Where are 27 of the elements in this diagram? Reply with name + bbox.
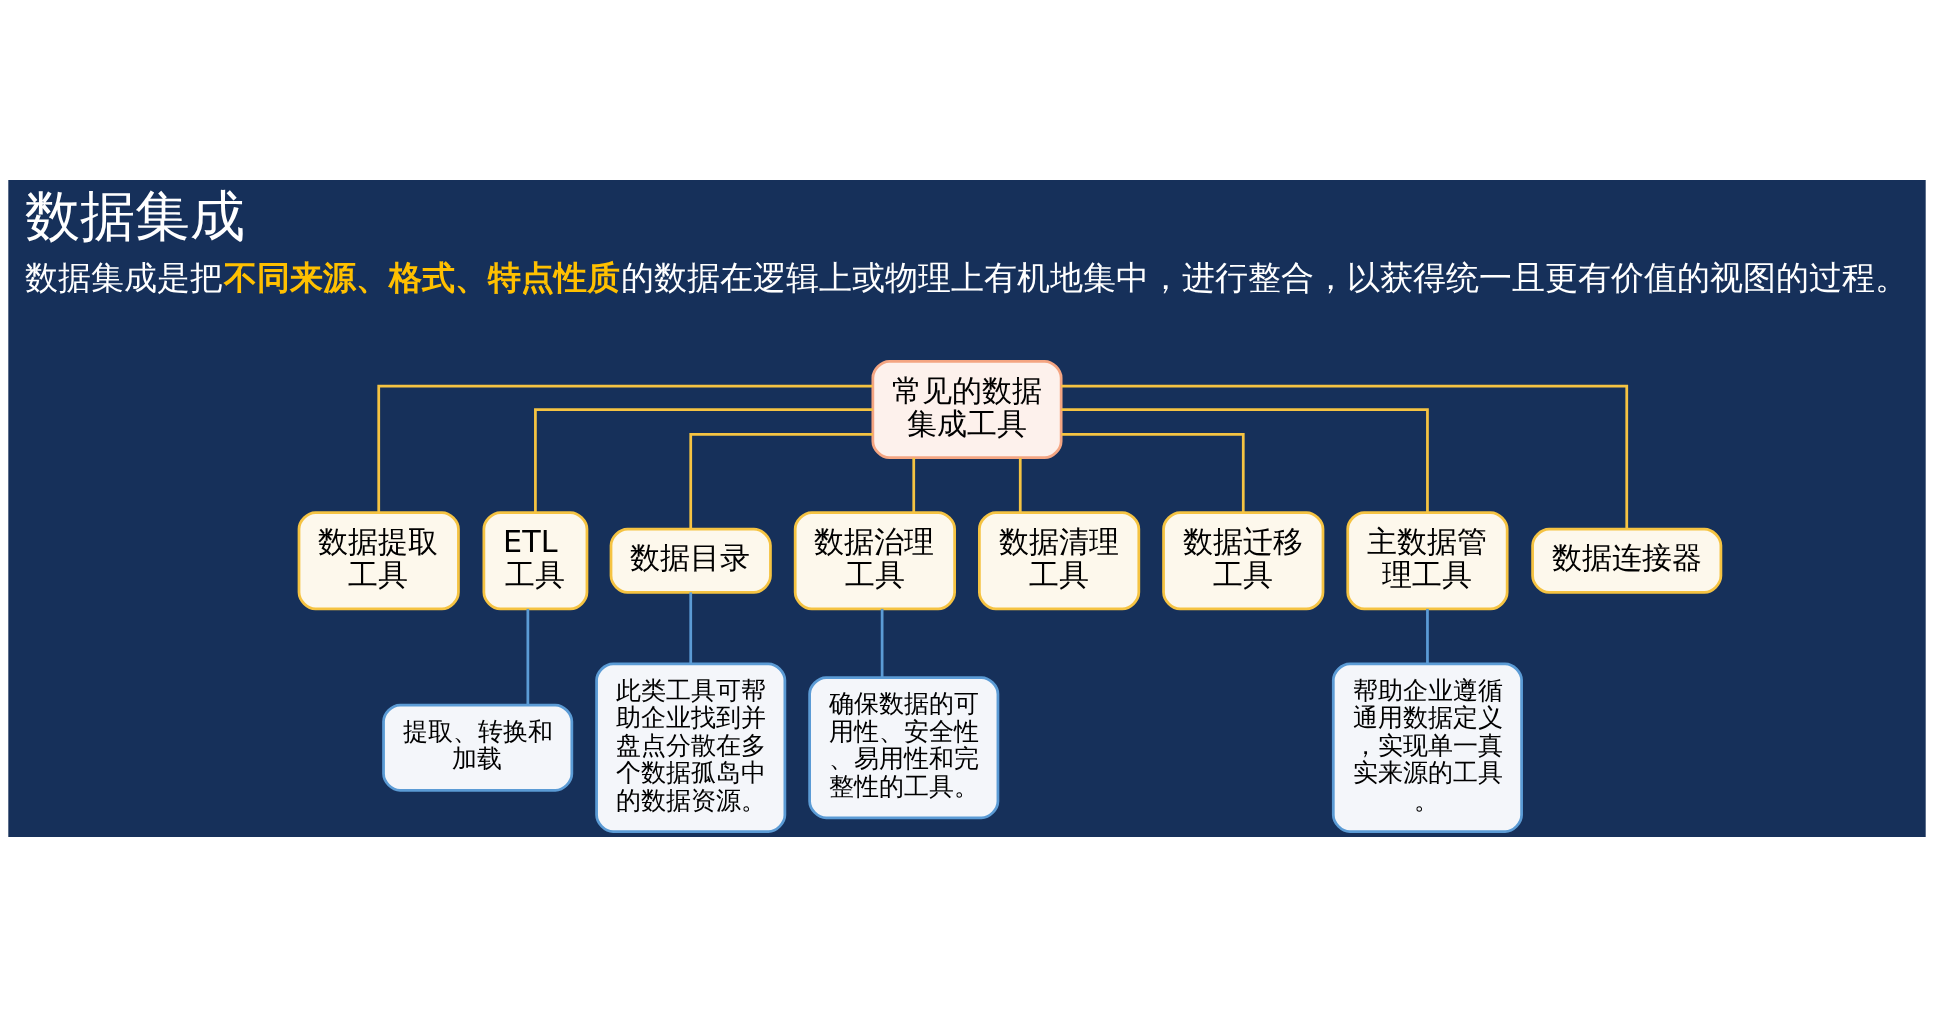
node-box: 数据提取工具 bbox=[297, 511, 460, 611]
connector bbox=[1018, 457, 1022, 513]
node-box: 数据连接器 bbox=[1531, 527, 1723, 594]
node-box: 常见的数据集成工具 bbox=[871, 360, 1063, 459]
node-box: ETL 工具 bbox=[482, 511, 589, 611]
node-box: 此类工具可帮助企业找到并盘点分散在多个数据孤岛中的数据资源。 bbox=[595, 662, 787, 833]
connector bbox=[689, 592, 693, 664]
node-box: 提取、转换和加载 bbox=[382, 703, 574, 792]
connector bbox=[1061, 384, 1629, 529]
connector bbox=[1426, 608, 1429, 664]
node-box: 数据治理工具 bbox=[793, 511, 956, 611]
node-box: 主数据管理工具 bbox=[1346, 511, 1509, 611]
connector bbox=[880, 608, 884, 678]
connector bbox=[689, 432, 873, 529]
diagram-title: 数据集成 bbox=[24, 183, 245, 248]
connector bbox=[912, 457, 916, 513]
connector bbox=[1061, 432, 1245, 513]
node-box: 数据目录 bbox=[609, 527, 772, 594]
node-box: 确保数据的可用性、安全性、易用性和完整性的工具。 bbox=[808, 676, 1000, 820]
connector bbox=[526, 608, 530, 705]
label: 数据集成是把不同来源、格式、特点性质的数据在逻辑上或物理上有机地集中，进行整合，以获得统一且更有价值的视图的过程。 bbox=[24, 257, 1909, 297]
node-box: 数据迁移工具 bbox=[1162, 511, 1325, 611]
node-box: 帮助企业遵循通用数据定义，实现单一真实来源的工具。 bbox=[1331, 662, 1523, 833]
connector bbox=[1061, 408, 1429, 513]
connector bbox=[534, 408, 873, 513]
connector bbox=[377, 384, 873, 513]
node-box: 数据清理工具 bbox=[978, 511, 1141, 611]
